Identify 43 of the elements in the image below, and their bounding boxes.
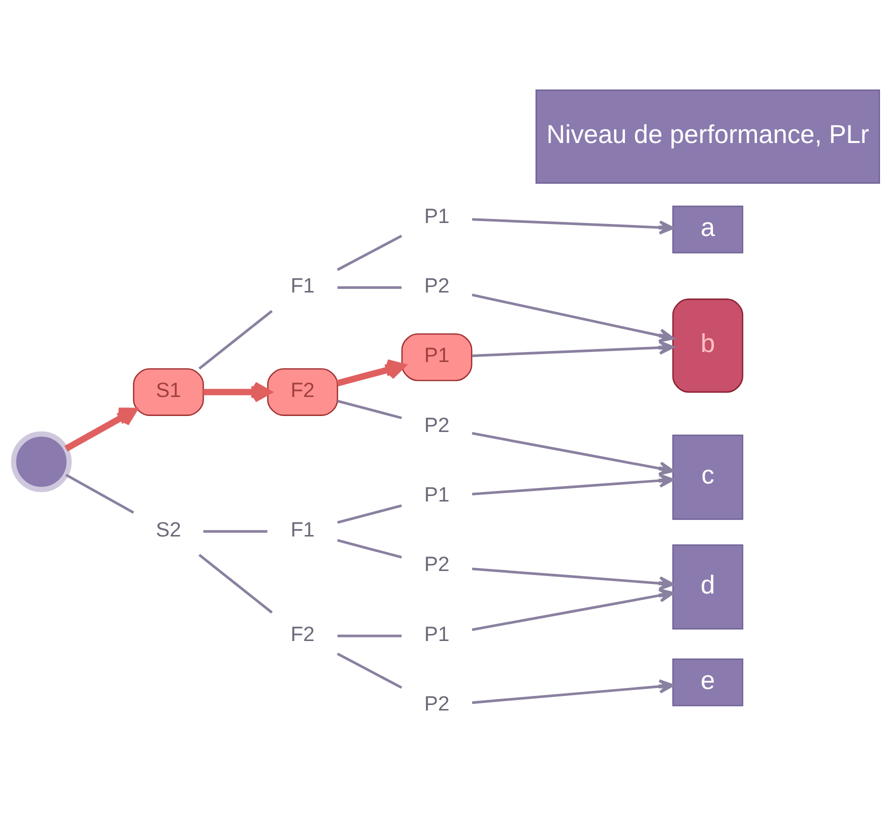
node-text: P1 <box>424 622 450 646</box>
connector <box>65 473 134 514</box>
node-box: F2 <box>267 368 338 416</box>
arrow <box>336 358 406 386</box>
arrow <box>472 473 674 495</box>
node-text: P2 <box>424 274 450 297</box>
arrow <box>472 340 674 357</box>
node-box: c <box>672 434 744 520</box>
connector <box>198 309 273 370</box>
arrow <box>472 567 674 590</box>
node-box: d <box>672 544 744 629</box>
arrow <box>472 293 674 342</box>
connector <box>336 234 402 270</box>
node-text: P2 <box>424 413 450 436</box>
connector <box>337 399 402 419</box>
arrow <box>203 381 271 402</box>
node-box: a <box>672 205 744 253</box>
connector <box>336 652 402 688</box>
node-text: P2 <box>424 552 450 576</box>
node-text: F1 <box>290 518 315 541</box>
node-box: P1 <box>401 332 472 381</box>
node-box: S1 <box>132 368 204 416</box>
node-text: F1 <box>290 274 315 297</box>
connector <box>337 538 402 558</box>
connector <box>198 553 273 614</box>
connector <box>203 530 268 532</box>
arrow <box>472 432 674 476</box>
node-text: P1 <box>424 482 450 506</box>
node-text: P2 <box>424 692 450 716</box>
connector <box>337 286 402 288</box>
connector <box>337 504 402 524</box>
arrow <box>472 678 674 704</box>
node-box: Niveau de performance, PLr <box>536 89 880 184</box>
arrow <box>472 588 674 630</box>
node-text: P1 <box>424 204 450 228</box>
connector <box>337 634 402 637</box>
node-box: e <box>672 658 744 706</box>
arrow <box>64 407 137 451</box>
node-text: S2 <box>156 518 182 541</box>
node-text: F2 <box>290 622 315 646</box>
node-box: b <box>672 298 744 392</box>
node-circle <box>11 430 72 492</box>
arrow <box>472 218 674 234</box>
